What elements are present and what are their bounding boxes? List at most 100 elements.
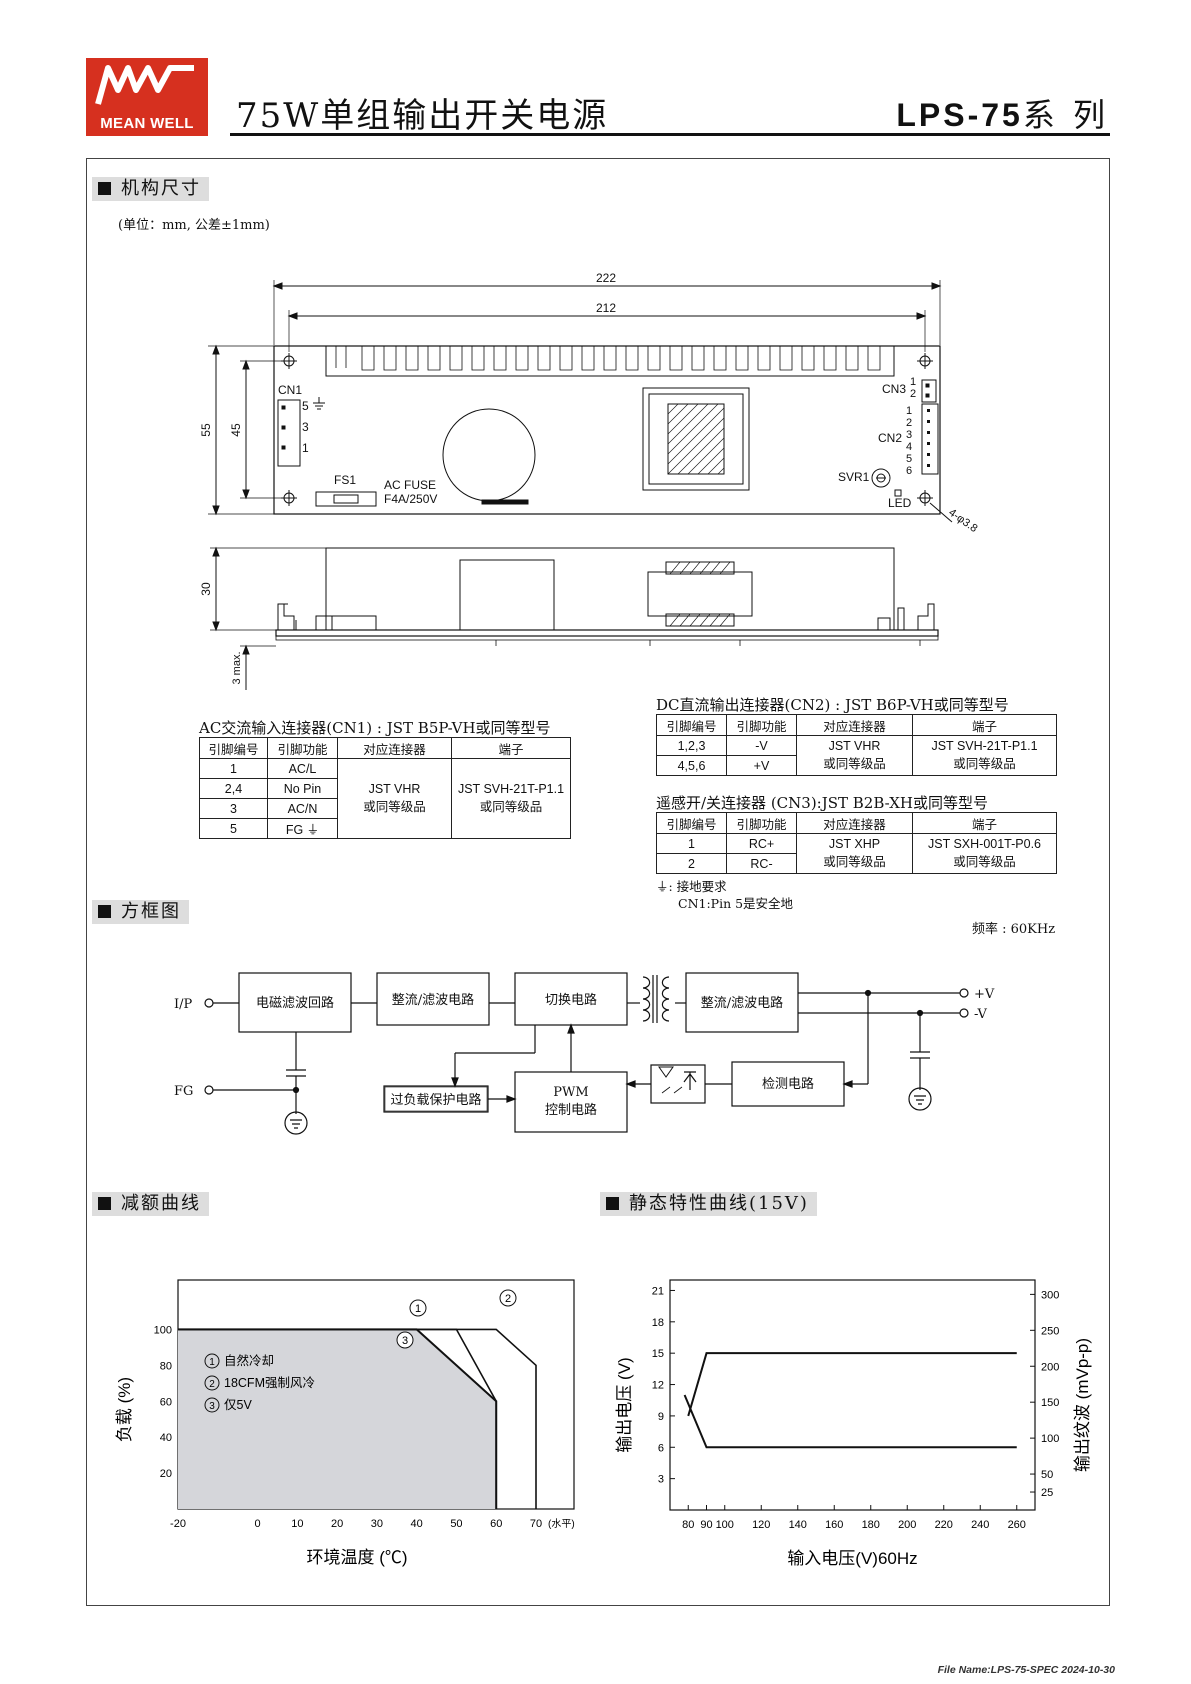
y-tick-label: 80 — [160, 1360, 172, 1372]
x-tick-label: 160 — [825, 1519, 843, 1531]
y2-tick-label: 100 — [1041, 1433, 1059, 1445]
table-cell: AC/L — [267, 758, 338, 779]
section-heading-derating: 减额曲线 — [92, 1192, 209, 1216]
y-tick-label: 9 — [658, 1411, 664, 1423]
table-cell: 1 — [656, 833, 727, 854]
cn1-table-caption: AC交流输入连接器(CN1) : JST B5P-VH或同等型号 — [199, 719, 551, 737]
table-cell: 2 — [656, 853, 727, 874]
legend-text: 18CFM强制风冷 — [224, 1376, 315, 1390]
series-line-2 — [683, 1394, 1017, 1449]
table-header: 引脚功能 — [726, 714, 797, 736]
table-header: 引脚功能 — [726, 812, 797, 834]
series-title: LPS-75系 列 — [896, 90, 1109, 136]
y-tick-label: 12 — [652, 1380, 664, 1392]
x-tick-label: 0 — [254, 1518, 260, 1530]
block-diagram: I/P FG +V -V 电磁滤波回路 整流/滤波电路 切换电路 整流/滤波电路… — [174, 972, 995, 1135]
curve-marker — [396, 1331, 414, 1349]
section-heading-mechanical: 机构尺寸 — [92, 177, 209, 201]
y-axis-label: 输出电压 (V) — [615, 1357, 634, 1452]
cn2-table-caption: DC直流输出连接器(CN2) : JST B6P-VH或同等型号 — [656, 696, 1009, 714]
content-frame — [86, 158, 1110, 1606]
ac-fuse-label: AC FUSE — [384, 478, 436, 492]
cn2-label: CN2 — [878, 431, 902, 445]
square-bullet-icon — [98, 1197, 111, 1210]
table-cell: No Pin — [267, 778, 338, 799]
ground-note-1: ⏚: 接地要求 — [656, 879, 727, 894]
x-tick-label: 220 — [935, 1519, 953, 1531]
y2-tick-label: 300 — [1041, 1289, 1059, 1301]
x-tick-label: 100 — [716, 1519, 734, 1531]
x-unit-label: (水平) — [548, 1518, 575, 1530]
table-header: 引脚编号 — [656, 714, 727, 736]
x-tick-label: -20 — [170, 1518, 186, 1530]
block-rectifier-2: 整流/滤波电路 — [701, 995, 783, 1011]
table-cell: 1,2,3 — [656, 735, 727, 756]
curve-marker-label: 1 — [415, 1303, 421, 1315]
x-tick-label: 50 — [450, 1518, 462, 1530]
x-tick-label: 90 — [700, 1519, 712, 1531]
legend-marker — [204, 1353, 220, 1369]
legend-marker — [204, 1397, 220, 1413]
table-header: 引脚功能 — [267, 737, 338, 759]
table-header: 对应连接器 — [337, 737, 452, 759]
table-cell: +V — [726, 755, 797, 776]
fs1-label: FS1 — [334, 473, 356, 487]
header-rule — [230, 133, 1110, 136]
out-neg-label: -V — [974, 1007, 987, 1022]
x-tick-label: 40 — [411, 1518, 423, 1530]
dim-30: 30 — [199, 582, 213, 596]
block-rectifier-1: 整流/滤波电路 — [392, 992, 474, 1008]
table-cell: 1 — [199, 758, 268, 779]
table-cell: 4,5,6 — [656, 755, 727, 776]
table-header: 端子 — [912, 714, 1057, 736]
cn2-pin-1: 1 — [906, 405, 912, 417]
table-cell: RC+ — [726, 833, 797, 854]
table-header: 端子 — [451, 737, 571, 759]
y2-tick-label: 50 — [1041, 1469, 1053, 1481]
y-axis-label: 负载 (%) — [115, 1377, 134, 1442]
curve-marker-label: 3 — [402, 1335, 408, 1347]
x-axis-label: 环境温度 (℃) — [306, 1548, 407, 1567]
y-tick-label: 100 — [154, 1324, 172, 1336]
x-axis-label: 输入电压(V)60Hz — [787, 1549, 917, 1568]
x-tick-label: 120 — [752, 1519, 770, 1531]
dim-45: 45 — [229, 423, 243, 437]
table-cell: AC/N — [267, 798, 338, 819]
ground-note-2: CN1:Pin 5是安全地 — [678, 896, 794, 911]
svr1-label: SVR1 — [838, 470, 870, 484]
cn1-pin-1: 1 — [302, 441, 309, 455]
logo-text: MEAN WELL — [100, 115, 194, 132]
section-heading-block: 方框图 — [92, 900, 189, 924]
table-cell: FG ⏚ — [267, 818, 338, 839]
y-tick-label: 3 — [658, 1474, 664, 1486]
y2-tick-label: 150 — [1041, 1397, 1059, 1409]
square-bullet-icon — [98, 905, 111, 918]
dim-212: 212 — [596, 301, 616, 315]
x-tick-label: 10 — [291, 1518, 303, 1530]
cn1-pin-5: 5 — [302, 399, 309, 413]
block-detect: 检测电路 — [762, 1076, 814, 1092]
out-pos-label: +V — [974, 987, 995, 1002]
curve-marker — [409, 1299, 427, 1317]
dim-222: 222 — [596, 271, 616, 285]
legend-marker-label: 2 — [209, 1379, 215, 1390]
curve-marker-label: 2 — [505, 1293, 511, 1305]
legend-marker-label: 1 — [209, 1357, 215, 1368]
cn2-pin-4: 4 — [906, 441, 912, 453]
mean-well-logo: MEAN WELL — [86, 58, 208, 136]
y-tick-label: 21 — [652, 1285, 664, 1297]
x-tick-label: 80 — [682, 1519, 694, 1531]
block-pwm-2: 控制电路 — [545, 1102, 597, 1118]
table-cell: 2,4 — [199, 778, 268, 799]
table-header: 引脚编号 — [656, 812, 727, 834]
y2-tick-label: 250 — [1041, 1325, 1059, 1337]
table-header: 对应连接器 — [796, 714, 913, 736]
x-tick-label: 60 — [490, 1518, 502, 1530]
